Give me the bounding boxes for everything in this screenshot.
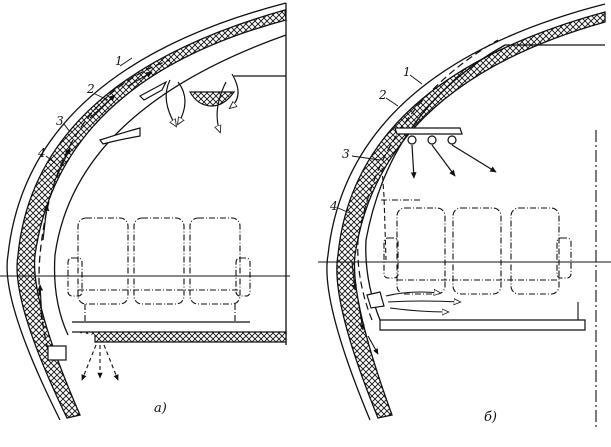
cabin-lining-b (365, 44, 605, 321)
seat-row-b (380, 199, 572, 295)
label-3-a: 3 (56, 114, 64, 128)
caption-a: а) (154, 401, 167, 416)
fuselage-wall-b (336, 11, 606, 419)
caption-b: б) (484, 410, 497, 425)
seat-row-a (67, 217, 251, 322)
cabin-flow-arrows-a (165, 73, 239, 132)
label-2-b: 2 (378, 88, 387, 102)
label-2-a: 2 (86, 82, 95, 96)
floor-a (72, 331, 287, 343)
label-4-a: 4 (37, 146, 46, 160)
diagram-b: 1 2 3 4 б) (318, 3, 611, 430)
ceiling-flow-arrows-b (410, 144, 497, 179)
label-4-b: 4 (329, 199, 338, 213)
outer-skin-a (6, 2, 287, 421)
diagram-a: 1 2 3 4 а) (0, 2, 290, 421)
label-3-b: 3 (342, 147, 350, 161)
label-1-b: 1 (403, 65, 411, 79)
label-1-a: 1 (115, 54, 123, 68)
floor-flow-arrows-b (385, 292, 460, 312)
exhaust-arrows-a (81, 344, 119, 381)
ceiling-outlets-b (394, 127, 463, 145)
duct-flow-arrows-b (351, 261, 379, 355)
cabin-lining-a (53, 34, 287, 336)
air-diffuser-a (188, 91, 236, 107)
air-duct-a (38, 59, 171, 351)
duct-flow-arrows-a (37, 71, 153, 321)
floor-b (379, 319, 586, 331)
